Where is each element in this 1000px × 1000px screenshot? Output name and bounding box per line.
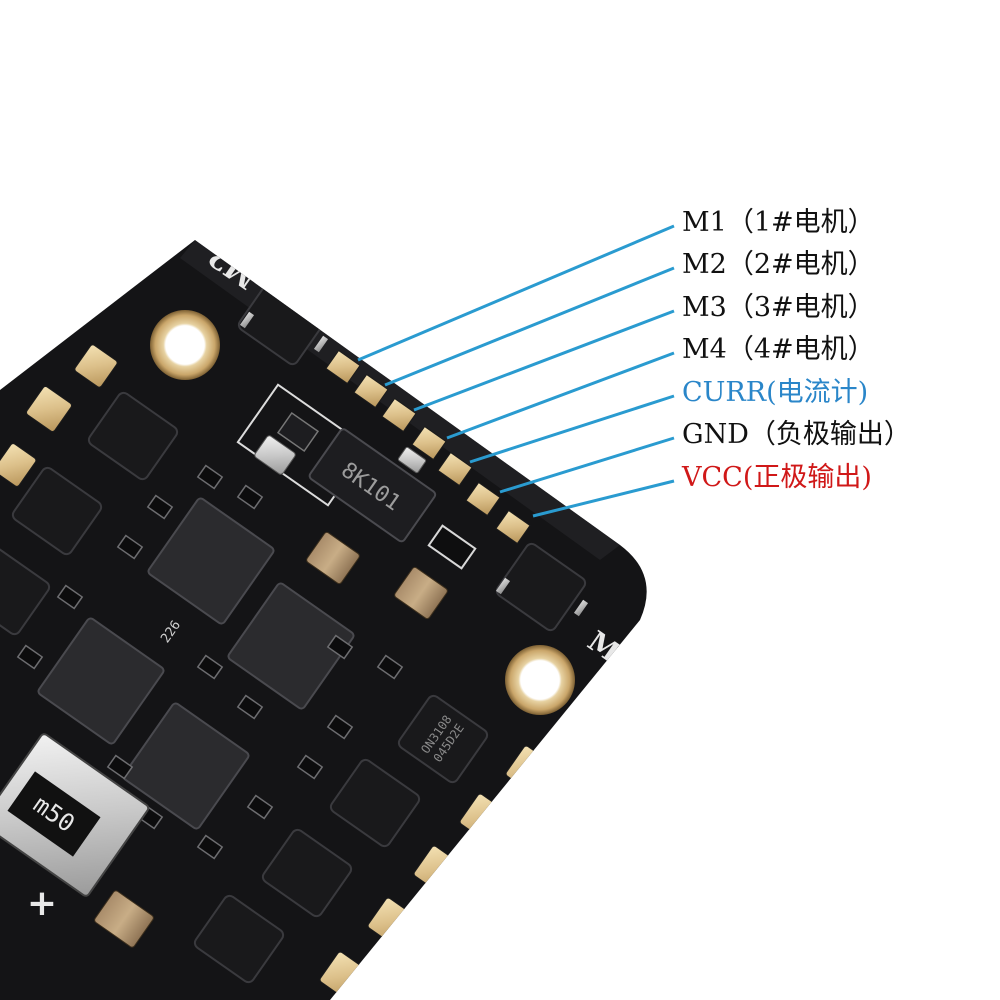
left-edge-pads: [0, 344, 118, 487]
leader-line-m4: [446, 351, 675, 440]
mosfets: [0, 276, 587, 984]
leader-line-m3: [413, 309, 675, 412]
label-gnd: GND（负极输出）: [682, 419, 911, 450]
plus-sign: +: [27, 883, 57, 924]
mounting-hole-top: [150, 310, 220, 380]
leader-line-m2: [384, 266, 675, 387]
label-m2: M2（2#电机）: [682, 249, 875, 280]
label-vcc: VCC(正极输出): [682, 462, 872, 493]
leader-lines: [357, 224, 675, 518]
label-m4: M4（4#电机）: [682, 334, 875, 365]
label-m1: M1（1#电机）: [682, 207, 875, 238]
driver-ics: [37, 497, 355, 830]
leader-line-m1: [357, 224, 675, 362]
leader-line-gnd: [499, 436, 675, 494]
connector-pads: [325, 349, 531, 545]
label-curr: CURR(电流计): [682, 377, 869, 408]
leader-line-vcc: [532, 479, 675, 518]
leader-line-curr: [469, 394, 675, 464]
label-m3: M3（3#电机）: [682, 292, 875, 323]
voltage-regulator: [308, 428, 437, 543]
capacitors: [94, 531, 448, 948]
smd-components: [16, 464, 404, 860]
mounting-hole-right: [505, 645, 575, 715]
